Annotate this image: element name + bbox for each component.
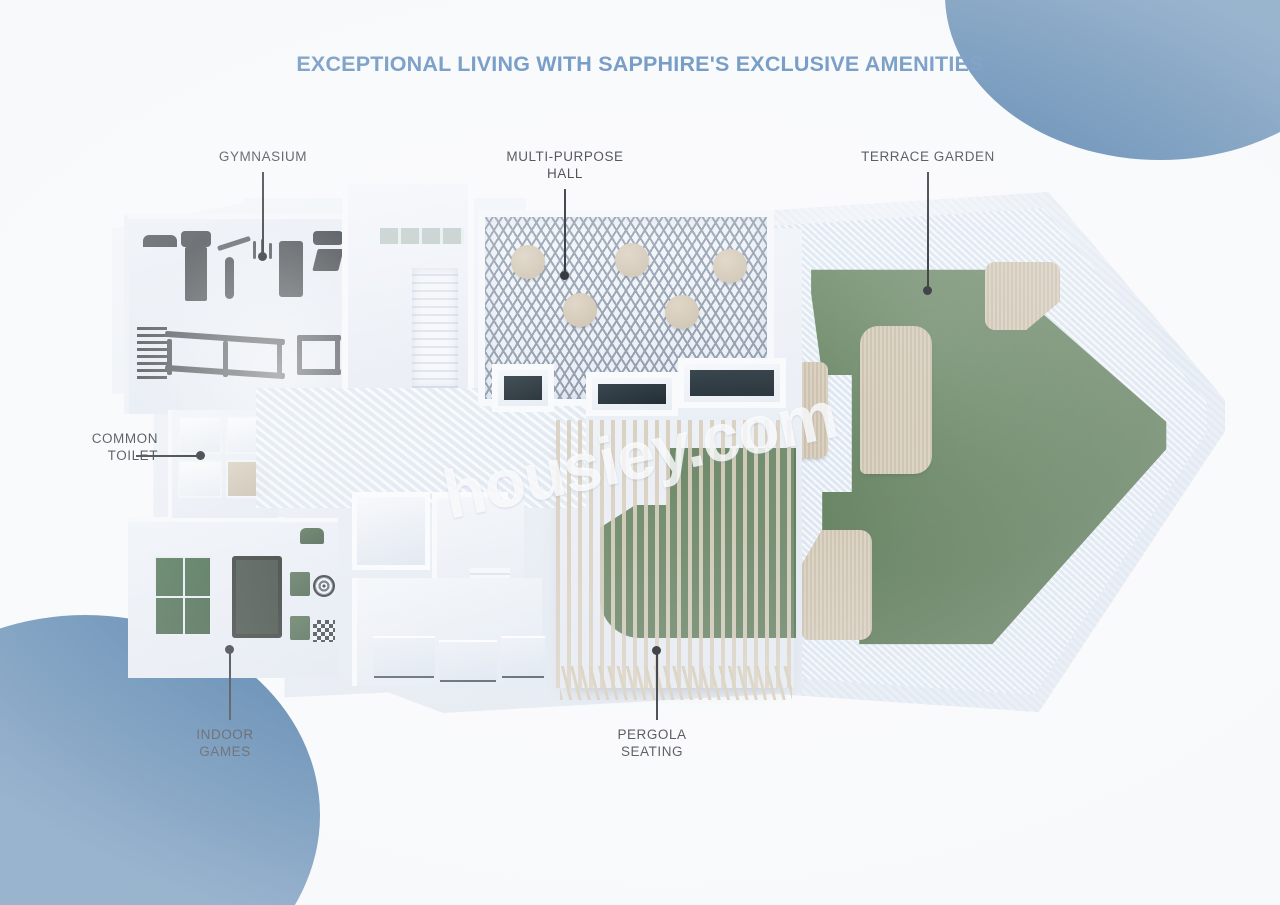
terrace-deck-pad-centre [860,326,932,474]
gym-equipment-frame-post-c [277,343,282,377]
gym-equipment-dumbbell-rack [137,327,167,379]
lower-lobby [352,578,545,686]
glazed-box-2 [586,372,678,416]
hall-round-table-4 [554,284,606,336]
gym-equipment-bench-press-bottom [297,369,341,375]
gym-equipment-treadmill-b [181,231,211,247]
staircase-upper [412,268,458,388]
pergola-slat-fringe [560,666,792,700]
gym-equipment-treadmill-belt [185,247,207,301]
leader-line-pergola-seating [656,652,658,720]
gym-equipment-multi-station-top [164,330,286,346]
gym-equipment-treadmill-a [143,235,177,247]
glazed-box-3 [678,358,786,408]
leader-dot-indoor-games [225,645,234,654]
callout-label-multi-purpose-hall: MULTI-PURPOSE HALL [506,149,624,181]
pergola-slat-roof [556,420,794,688]
games-chair-2 [290,572,310,596]
open-bay-left [352,492,430,570]
gym-equipment-bench-press-top [297,335,341,341]
gym-equipment-multi-station-bottom [164,364,286,380]
gym-equipment-rail-c [269,243,272,259]
leader-dot-common-toilet [196,451,205,460]
hall-round-table-3 [704,240,756,292]
leader-line-indoor-games [229,650,231,720]
gym-equipment-frame-post-b [223,341,228,377]
chess-board [311,618,337,644]
callout-label-gymnasium: GYMNASIUM [218,149,308,164]
lobby-step-2 [439,640,497,680]
glazed-box-3-glass [690,370,774,396]
leader-line-multi-purpose-hall [564,189,566,275]
gym-equipment-rail-a [253,241,256,259]
gym-equipment-bench-press-post-a [297,337,302,373]
skylight-louvre [380,228,464,244]
hall-round-table-2 [606,234,658,286]
gym-equipment-bench-b [312,249,344,271]
room-gymnasium [124,214,344,414]
gym-equipment-bench-a [313,231,343,245]
games-chair-1 [300,528,324,544]
hall-round-table-1 [502,236,554,288]
toilet-stall-1 [178,416,222,454]
pool-table [232,556,282,638]
callout-label-pergola-seating: PERGOLA SEATING [617,727,687,759]
callout-label-common-toilet: COMMON TOILET [91,431,158,463]
lobby-step-1 [373,636,435,676]
gym-equipment-frame-post-a [167,339,172,375]
gym-equipment-cable-tower [225,257,234,299]
callout-label-indoor-games: INDOOR GAMES [196,727,254,759]
glazed-box-2-glass [598,384,666,404]
leader-line-terrace-garden [927,172,929,290]
leader-line-gymnasium [262,172,264,256]
glazed-box-1-glass [504,376,542,400]
leader-dot-terrace-garden [923,286,932,295]
gym-equipment-leg-press [279,241,303,297]
gym-equipment-cable-arm [217,235,251,252]
games-chair-3 [290,616,310,640]
lobby-step-3 [501,636,545,676]
leader-dot-gymnasium [258,252,267,261]
glazed-box-1 [492,364,554,412]
toilet-stall-3 [178,460,222,498]
hall-round-table-5 [656,286,708,338]
leader-dot-pergola-seating [652,646,661,655]
leader-dot-multi-purpose-hall [560,271,569,280]
callout-label-terrace-garden: TERRACE GARDEN [861,149,995,164]
dartboard-icon [313,575,335,597]
gym-equipment-bench-press-post-b [335,337,340,373]
leader-line-common-toilet [136,455,200,457]
table-tennis-table [154,556,212,636]
